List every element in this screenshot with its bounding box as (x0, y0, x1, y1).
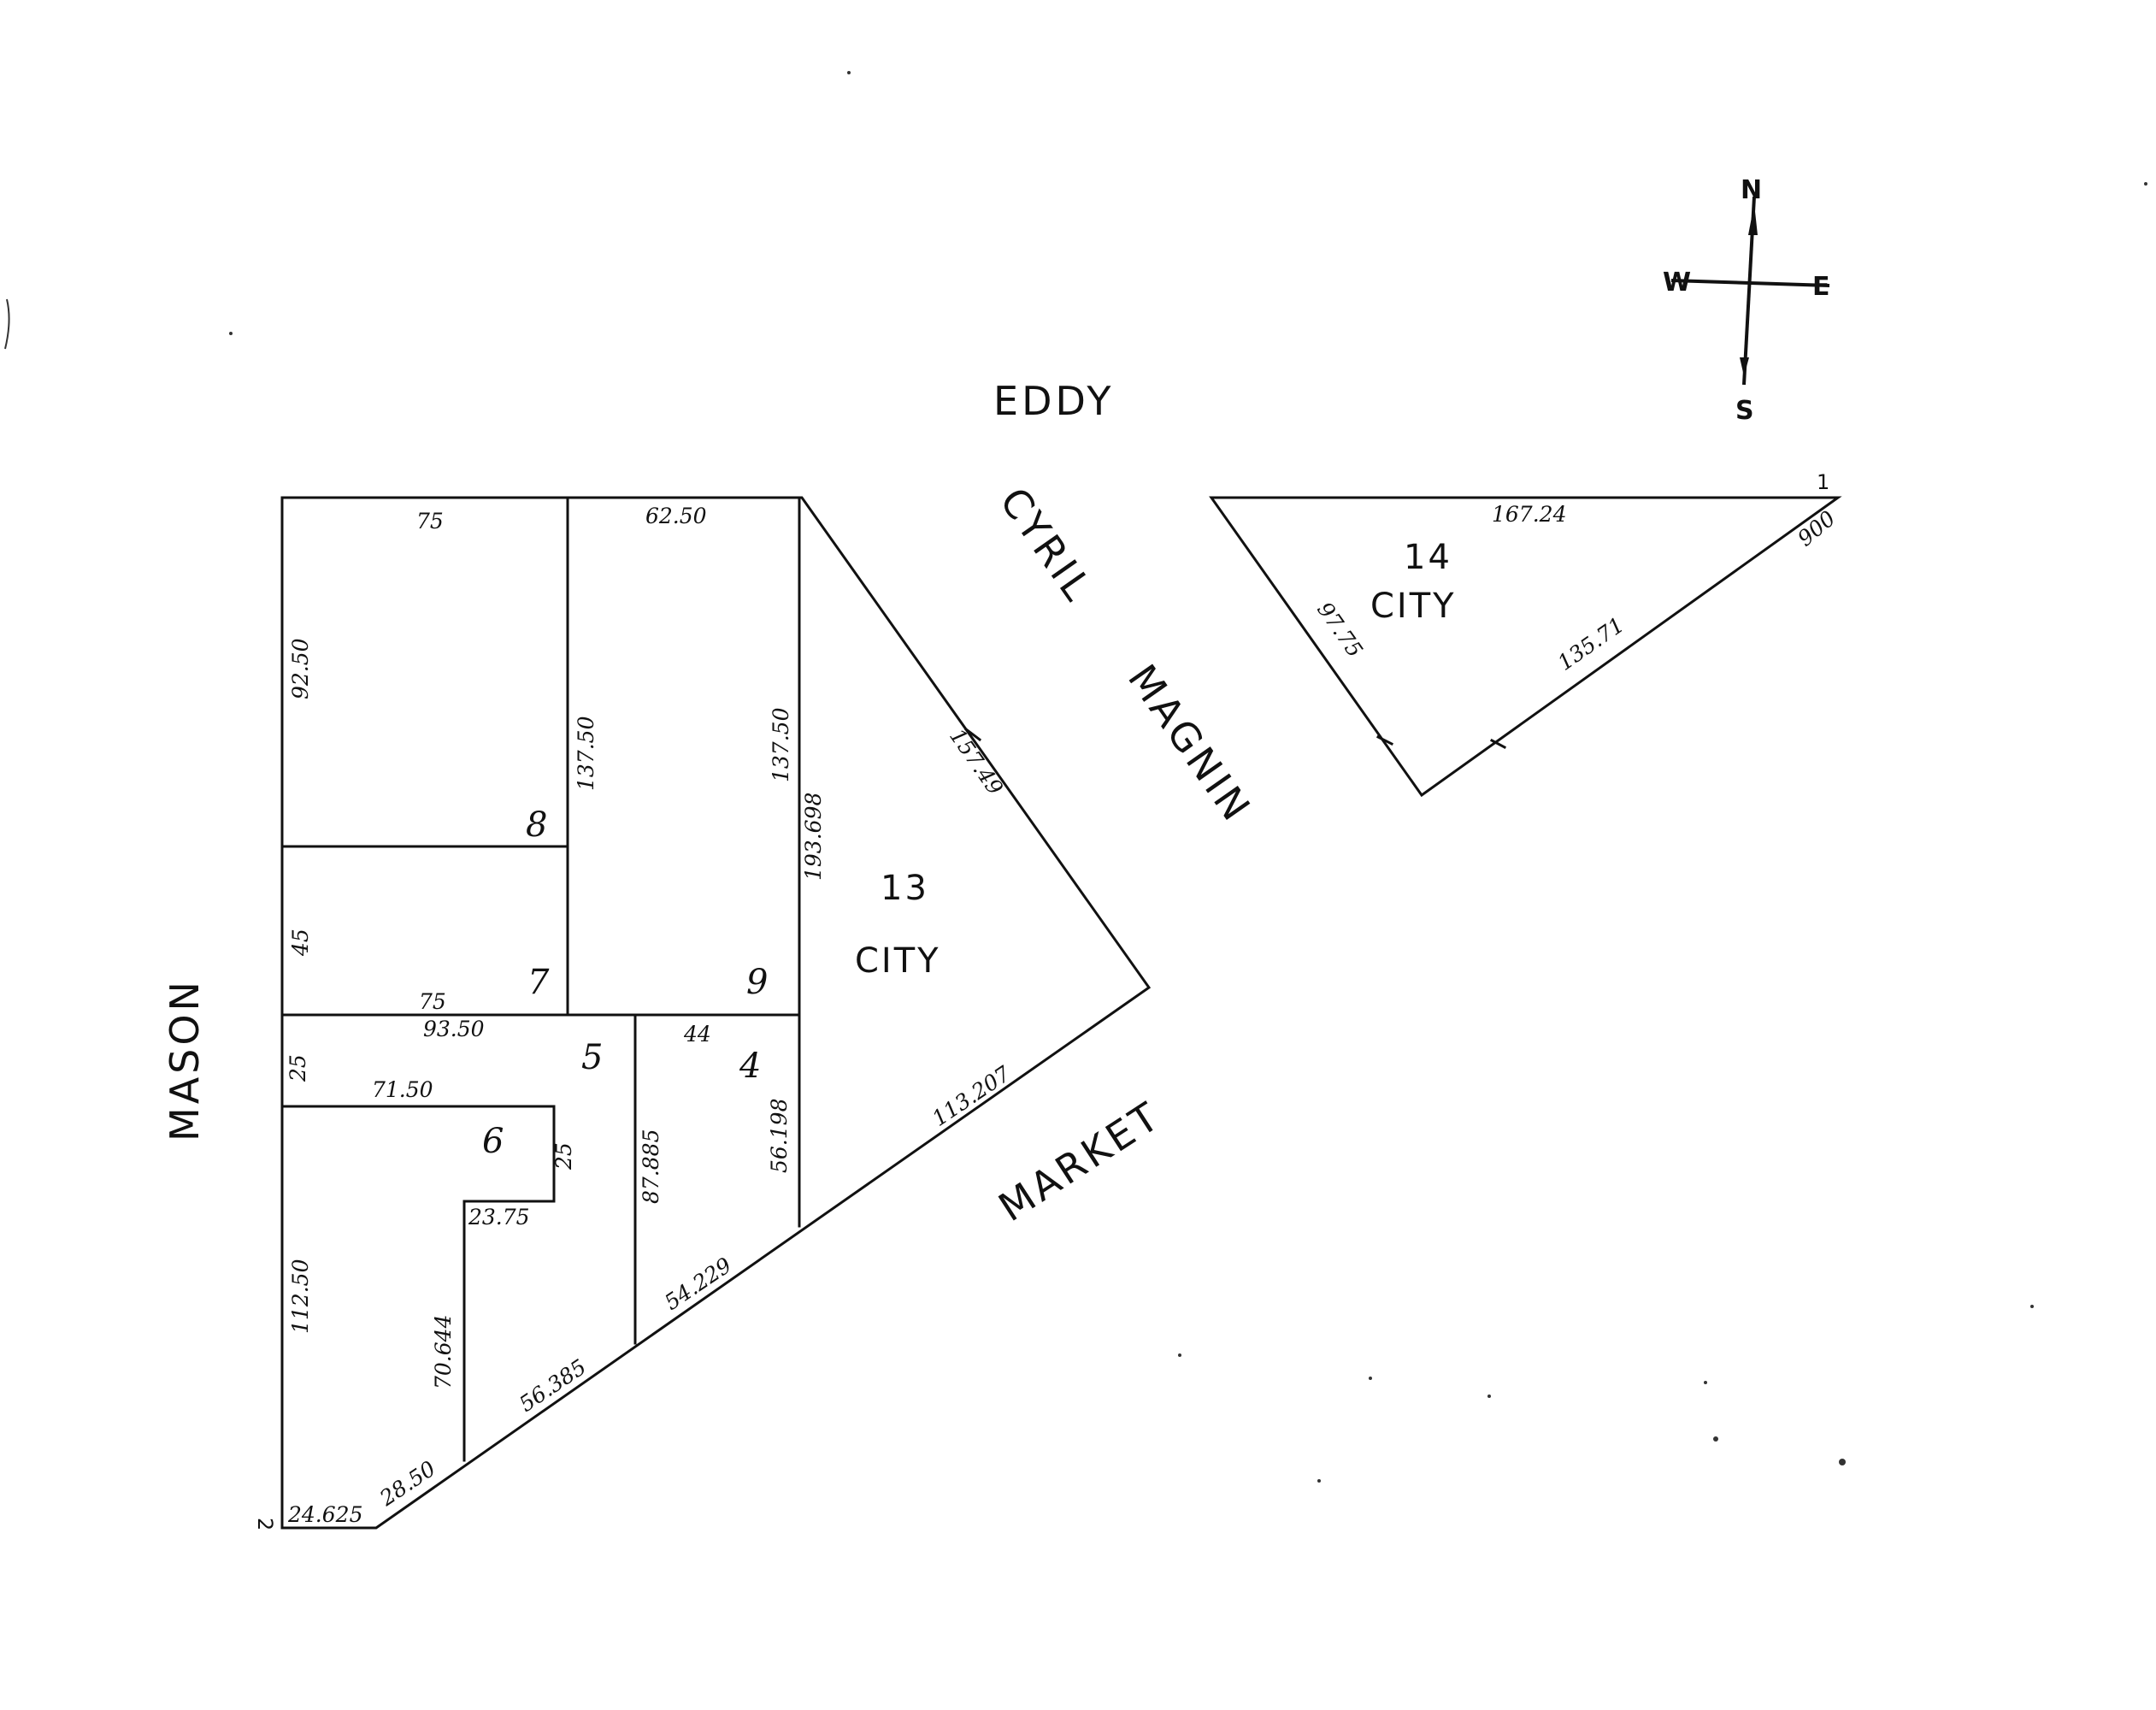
dim-24-625: 24.625 (287, 1502, 362, 1527)
lot-14-city: CITY (1370, 587, 1457, 626)
main-block-outline (280, 496, 1152, 1530)
street-cyril: CYRIL (991, 479, 1103, 610)
lot-14 (1209, 496, 1842, 798)
dim-71-50: 71.50 (372, 1077, 433, 1102)
south-arrow-icon (1740, 357, 1749, 376)
dim-70-644: 70.644 (431, 1315, 456, 1389)
street-eddy: EDDY (993, 378, 1115, 424)
dim-top-75: 75 (416, 509, 444, 534)
dim-193-698: 193.698 (801, 793, 826, 881)
dim-87-885: 87.885 (639, 1129, 663, 1204)
dim-137-50-b: 137.50 (769, 707, 793, 782)
lot-numbers: 8 7 9 5 4 6 13 CITY 14 CITY (482, 538, 1457, 1161)
lot-number-4: 4 (739, 1047, 761, 1086)
dim-25-right: 25 (551, 1142, 576, 1170)
compass-north: N (1741, 175, 1762, 205)
dim-137-50-a: 137.50 (574, 716, 598, 791)
compass-west: W (1663, 268, 1691, 298)
lot-number-9: 9 (746, 963, 768, 1002)
dim-75-mid: 75 (419, 989, 446, 1014)
street-market: MARKET (991, 1092, 1169, 1230)
main-block (280, 496, 1152, 1530)
compass-we-line (1670, 279, 1830, 287)
main-block-area (282, 498, 1149, 1528)
corner-marker-2: 2 (253, 1518, 277, 1530)
lot-number-5: 5 (581, 1038, 603, 1077)
north-arrow-icon (1748, 203, 1758, 235)
street-magnin: MAGNIN (1119, 656, 1261, 831)
compass-south: S (1735, 396, 1754, 426)
lot-number-7: 7 (527, 963, 550, 1002)
lot-number-6: 6 (482, 1122, 504, 1161)
lot-14-tick-b (1489, 738, 1507, 750)
dim-23-75: 23.75 (468, 1205, 530, 1229)
lot-14-outline (1209, 496, 1842, 798)
dim-167-24: 167.24 (1492, 502, 1566, 527)
dim-92-50: 92.50 (288, 638, 313, 699)
dim-56-198: 56.198 (767, 1099, 792, 1173)
lot-6-outline (280, 1105, 556, 1462)
dim-93-50: 93.50 (423, 1017, 485, 1041)
lot-number-14: 14 (1404, 538, 1452, 577)
lot-number-8: 8 (526, 805, 547, 845)
dim-25-left: 25 (286, 1054, 310, 1082)
lot-tick-1 (963, 727, 982, 742)
lot-14-area (1211, 498, 1838, 795)
scan-specks (4, 71, 2147, 1483)
corner-marker-1: 1 (1817, 470, 1829, 494)
compass-east: E (1812, 272, 1830, 302)
lot-14-tick-a (1375, 734, 1394, 746)
dim-112-50: 112.50 (288, 1259, 313, 1334)
compass-rose: N S W E (1663, 175, 1830, 426)
lot-13-city: CITY (855, 941, 941, 981)
street-mason: MASON (162, 978, 208, 1141)
dim-45: 45 (288, 929, 313, 957)
dim-top-62-50: 62.50 (645, 504, 707, 528)
dim-44: 44 (683, 1022, 711, 1047)
lot-number-13: 13 (881, 869, 929, 908)
